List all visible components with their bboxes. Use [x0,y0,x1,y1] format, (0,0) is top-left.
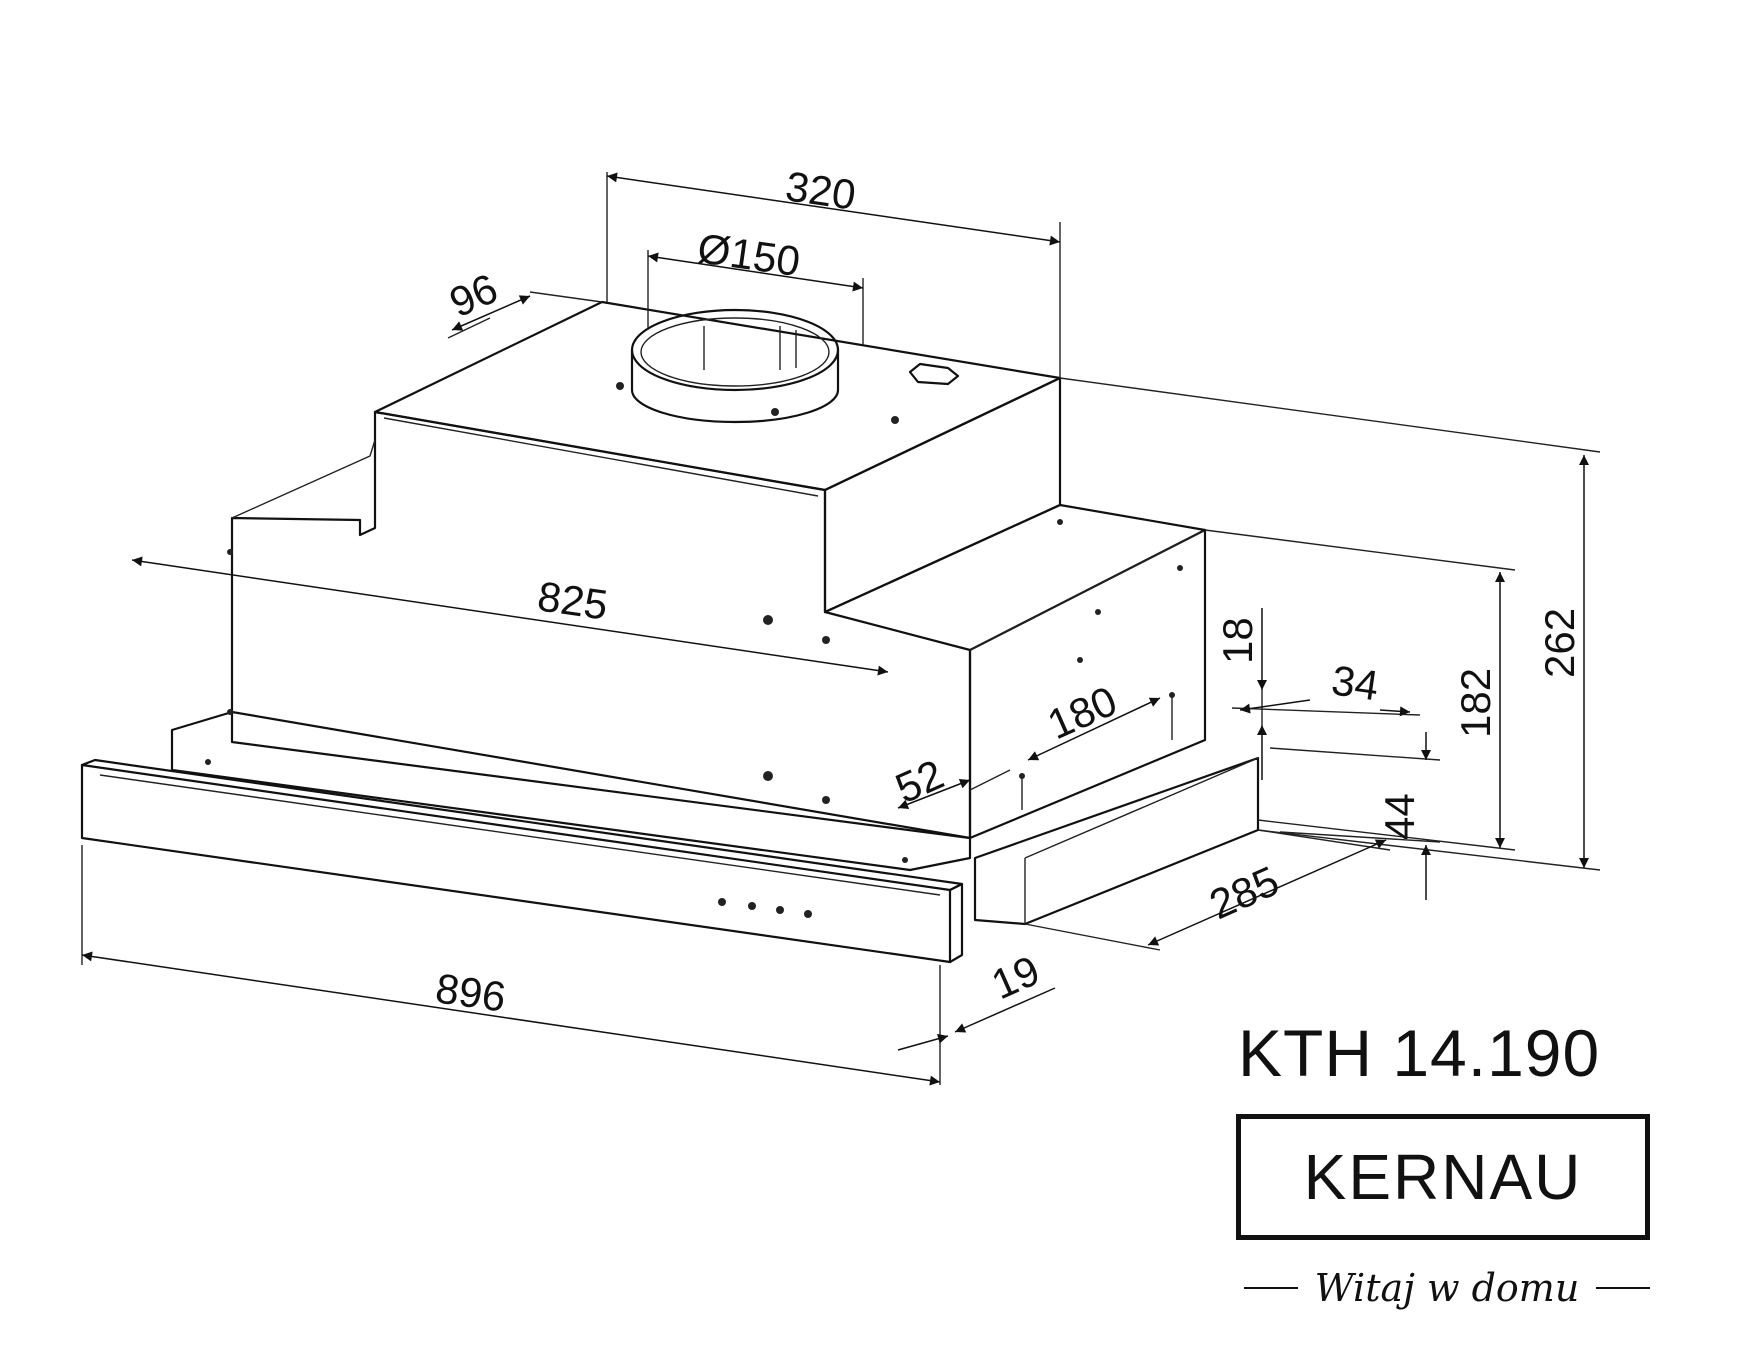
model-number: KTH 14.190 [1238,1016,1601,1090]
dim-panel-19: 19 [985,946,1047,1008]
dim-depth-96: 96 [443,264,505,326]
dim-depth-285: 285 [1203,857,1286,928]
brand-name: KERNAU [1303,1141,1583,1213]
bottom-tray [170,710,972,872]
upper-box-side [823,376,1062,614]
top-connector [908,362,960,386]
dim-height-262: 262 [1536,608,1583,678]
hood-body [80,300,1260,964]
dim-width-825: 825 [535,572,611,628]
dim-duct-diameter: Ø150 [695,224,803,285]
dim-height-182: 182 [1452,668,1499,738]
dim-height-44: 44 [1376,793,1423,840]
dim-width-320: 320 [783,162,859,218]
tagline-rule-left [1244,1287,1298,1289]
slide-drawer [973,756,1260,926]
tagline-row: Witaj w domu [1244,1266,1650,1310]
dimension-lines [81,172,1601,1086]
dim-height-18: 18 [1214,617,1261,664]
dim-offset-34: 34 [1329,656,1382,709]
upper-box-top [373,300,1062,492]
brand-logo: KERNAU [1236,1114,1650,1240]
dimension-labels: 320 Ø150 96 825 896 19 262 182 44 285 18… [433,162,1583,1020]
tagline-rule-right [1596,1287,1650,1289]
duct-collar [630,308,840,424]
dim-offset-52: 52 [889,750,951,812]
control-buttons [718,898,812,918]
dim-depth-180: 180 [1041,677,1124,748]
tagline: Witaj w domu [1314,1266,1580,1310]
dim-width-896: 896 [433,964,509,1020]
